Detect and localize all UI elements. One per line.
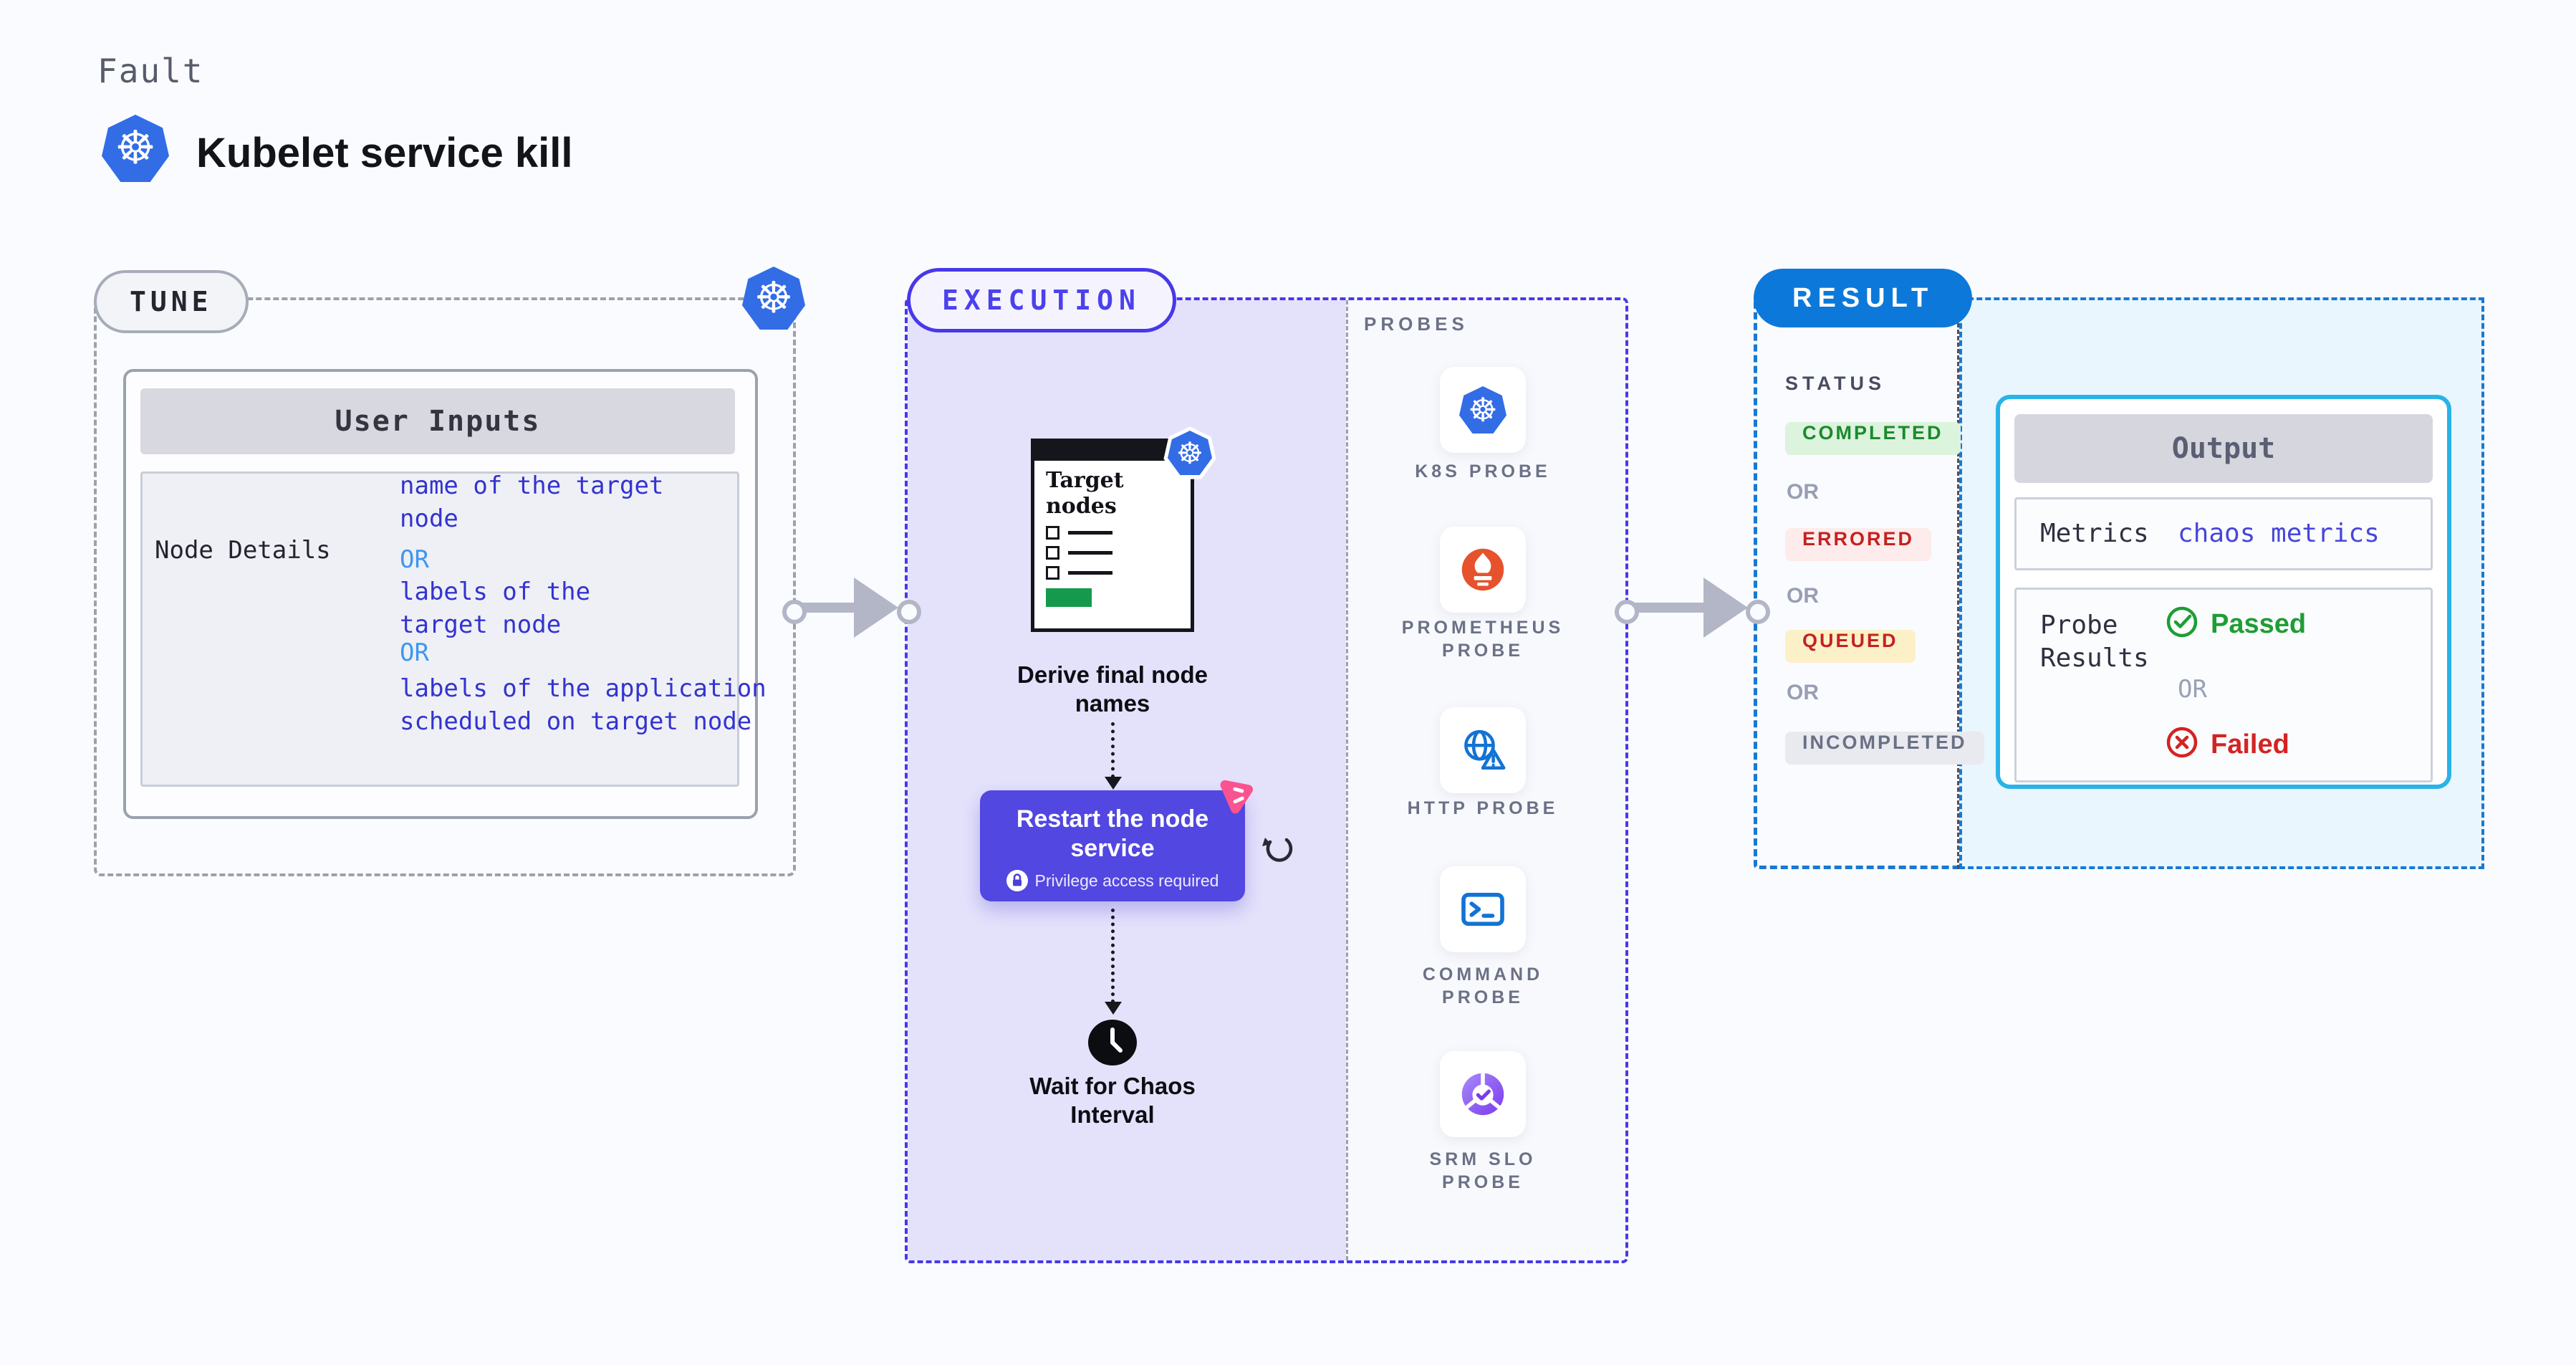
status-badge-incompleted: INCOMPLETED [1785, 732, 1984, 765]
result-section-pill: RESULT [1754, 269, 1973, 327]
connector-arrow-head [1703, 578, 1748, 638]
probe-results-label: Probe Results [2040, 610, 2149, 673]
retry-loop-icon [1262, 838, 1293, 862]
restart-node-service-step: Restart the node service Privilege acces… [980, 790, 1245, 901]
connector-arrow-shaft [794, 603, 863, 613]
slo-gauge-icon [1461, 1071, 1504, 1116]
probe-label: SRM SLO PROBE [1429, 1149, 1537, 1192]
derive-node-names-caption: Derive final node names [1017, 661, 1208, 717]
or-separator: OR [1787, 584, 1819, 608]
node-list-item [1046, 526, 1191, 540]
x-circle-icon [2166, 727, 2198, 758]
or-separator: OR [2178, 675, 2207, 704]
output-card-header: Output [2014, 414, 2433, 483]
node-list-item [1046, 566, 1191, 580]
metrics-value: chaos metrics [2178, 519, 2380, 548]
probe-label: COMMAND PROBE [1422, 964, 1544, 1007]
kubernetes-heptagon [102, 115, 169, 182]
kubernetes-icon: ☸ [102, 115, 169, 182]
probe-card-k8s: ☸ [1440, 367, 1526, 453]
result-divider [1957, 297, 1959, 869]
connector-arrow-shaft [1630, 603, 1714, 613]
tune-section-box [94, 297, 796, 876]
checkbox-icon [1046, 566, 1059, 580]
probe-card-prometheus [1440, 527, 1526, 613]
execution-section-box [905, 297, 1628, 1263]
privilege-note-text: Privilege access required [1034, 871, 1219, 890]
http-globe-icon [1464, 729, 1506, 770]
action-title: Restart the node service [1016, 805, 1209, 862]
probe-label: K8S PROBE [1415, 461, 1551, 482]
connector-port [897, 600, 921, 624]
flow-dotted-arrow [1105, 909, 1122, 1015]
user-inputs-header: User Inputs [140, 388, 735, 454]
prometheus-icon [1461, 548, 1504, 591]
target-nodes-title: Target nodes [1046, 468, 1124, 519]
user-inputs-body [140, 471, 739, 787]
tune-section-pill: TUNE [94, 270, 249, 333]
metrics-row [2014, 497, 2433, 570]
metrics-label: Metrics [2040, 519, 2149, 548]
connector-arrow-head [854, 578, 898, 638]
connector-port [1746, 600, 1770, 624]
status-badge-completed: COMPLETED [1785, 422, 1961, 455]
checkbox-icon [1046, 546, 1059, 560]
probe-label: PROMETHEUS PROBE [1401, 618, 1565, 661]
input-option-app-labels: labels of the application scheduled on t… [400, 674, 766, 736]
or-separator: OR [400, 638, 429, 667]
kubernetes-icon: ☸ [1459, 386, 1506, 434]
terminal-icon [1461, 892, 1504, 926]
probe-card-srm-slo [1440, 1051, 1526, 1137]
passed-label: Passed [2211, 609, 2307, 639]
probe-card-command [1440, 866, 1526, 952]
chaos-litmus-icon [1220, 780, 1253, 814]
wait-clock-icon [1088, 1020, 1137, 1065]
wait-chaos-interval-caption: Wait for Chaos Interval [1029, 1073, 1196, 1128]
node-list-item [1046, 546, 1191, 560]
privilege-note: Privilege access required [980, 870, 1245, 891]
helm-wheel-glyph: ☸ [115, 122, 156, 175]
probe-card-http [1440, 707, 1526, 793]
kubernetes-icon: ☸ [742, 267, 805, 330]
node-details-label: Node Details [155, 536, 331, 565]
status-badge-queued: QUEUED [1785, 630, 1916, 663]
or-separator: OR [1787, 681, 1819, 704]
confirm-button-shape [1046, 588, 1092, 607]
fault-eyebrow-label: Fault [97, 52, 204, 90]
failed-label: Failed [2211, 729, 2289, 760]
target-nodes-card: Target nodes ☸ [1031, 426, 1216, 632]
kubernetes-icon: ☸ [1163, 426, 1216, 479]
connector-port [782, 600, 807, 624]
probe-label: HTTP PROBE [1407, 798, 1559, 818]
input-option-labels: labels of the target node [400, 578, 591, 639]
status-heading: STATUS [1785, 373, 1885, 394]
or-separator: OR [1787, 480, 1819, 504]
page-title: Kubelet service kill [196, 130, 573, 176]
input-option-name: name of the target node [400, 471, 664, 533]
probes-heading: PROBES [1364, 313, 1469, 335]
connector-port [1615, 600, 1639, 624]
check-circle-icon [2166, 606, 2198, 638]
or-separator: OR [400, 545, 429, 574]
flow-dotted-arrow [1105, 722, 1122, 790]
execution-section-pill: EXECUTION [907, 268, 1176, 332]
checkbox-icon [1046, 526, 1059, 540]
probe-results-row [2014, 588, 2433, 782]
lock-icon [1006, 870, 1028, 891]
status-badge-errored: ERRORED [1785, 528, 1932, 561]
